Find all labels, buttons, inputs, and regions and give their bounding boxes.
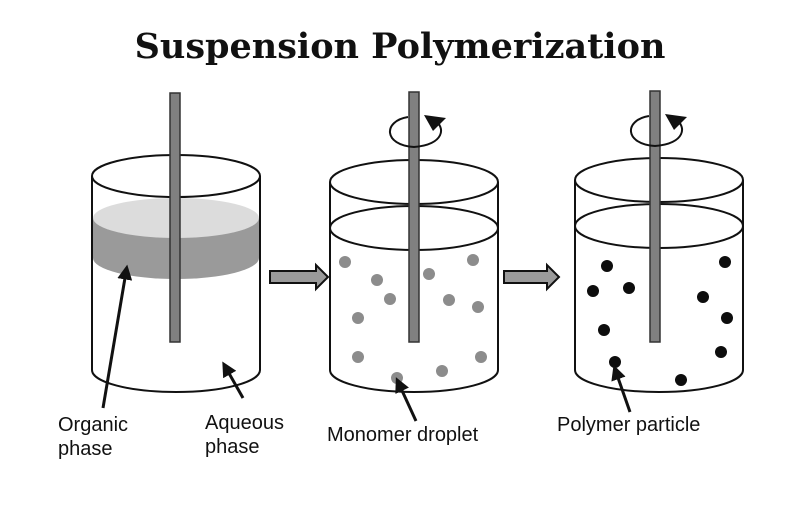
polymer-particle-label: Polymer particle bbox=[557, 414, 701, 436]
beaker-initial bbox=[91, 92, 261, 393]
aqueous-phase-label: Aqueous phase bbox=[205, 412, 284, 458]
monomer-droplet-label: Monomer droplet bbox=[327, 424, 479, 446]
stirrer-rod bbox=[169, 92, 181, 343]
organic-phase-label: Organic phase bbox=[58, 414, 129, 460]
process-arrow-icon bbox=[503, 262, 561, 292]
rotation-arrow-icon bbox=[630, 114, 687, 148]
pointer-arrow-icon bbox=[101, 264, 632, 422]
process-arrow-icon bbox=[269, 262, 330, 292]
beaker-stirred bbox=[329, 91, 499, 393]
beaker-polymerized bbox=[574, 90, 744, 393]
diagram-title: Suspension Polymerization bbox=[134, 26, 666, 67]
stirrer-rod bbox=[649, 90, 661, 343]
rotation-arrow-icon bbox=[389, 115, 446, 149]
monomer-droplets bbox=[339, 254, 487, 384]
stirrer-rod bbox=[408, 91, 420, 343]
